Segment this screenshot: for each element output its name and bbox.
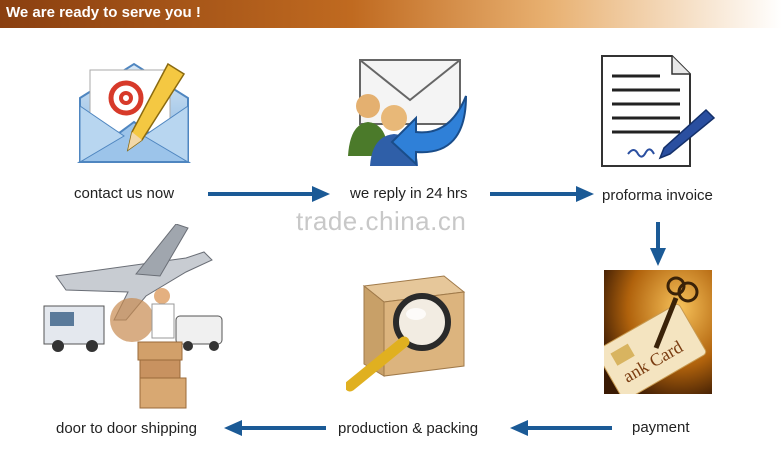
document-pen-icon [601,55,716,167]
people-reply-arrow-icon [348,59,467,167]
arrow-reply-to-invoice [490,186,594,202]
arrow-payment-to-production [510,420,612,436]
box-magnifier-icon [346,275,466,392]
plane-truck-courier-icon [43,224,223,409]
header-title: We are ready to serve you ! [6,4,201,21]
bank-card-key-icon: ank Card [604,270,712,394]
step-payment-label: payment [632,419,690,436]
header-banner: We are ready to serve you ! [0,0,782,28]
arrow-contact-to-reply [208,186,330,202]
arrow-production-to-shipping [224,420,326,436]
watermark: trade.china.cn [296,206,467,236]
step-shipping-label: door to door shipping [56,420,197,437]
step-production-label: production & packing [338,420,479,437]
step-reply-label: we reply in 24 hrs [350,185,468,202]
email-envelope-pencil-icon [76,62,192,163]
step-invoice-label: proforma invoice [602,187,713,204]
arrow-invoice-to-payment [650,222,666,266]
step-contact-label: contact us now [74,185,175,202]
